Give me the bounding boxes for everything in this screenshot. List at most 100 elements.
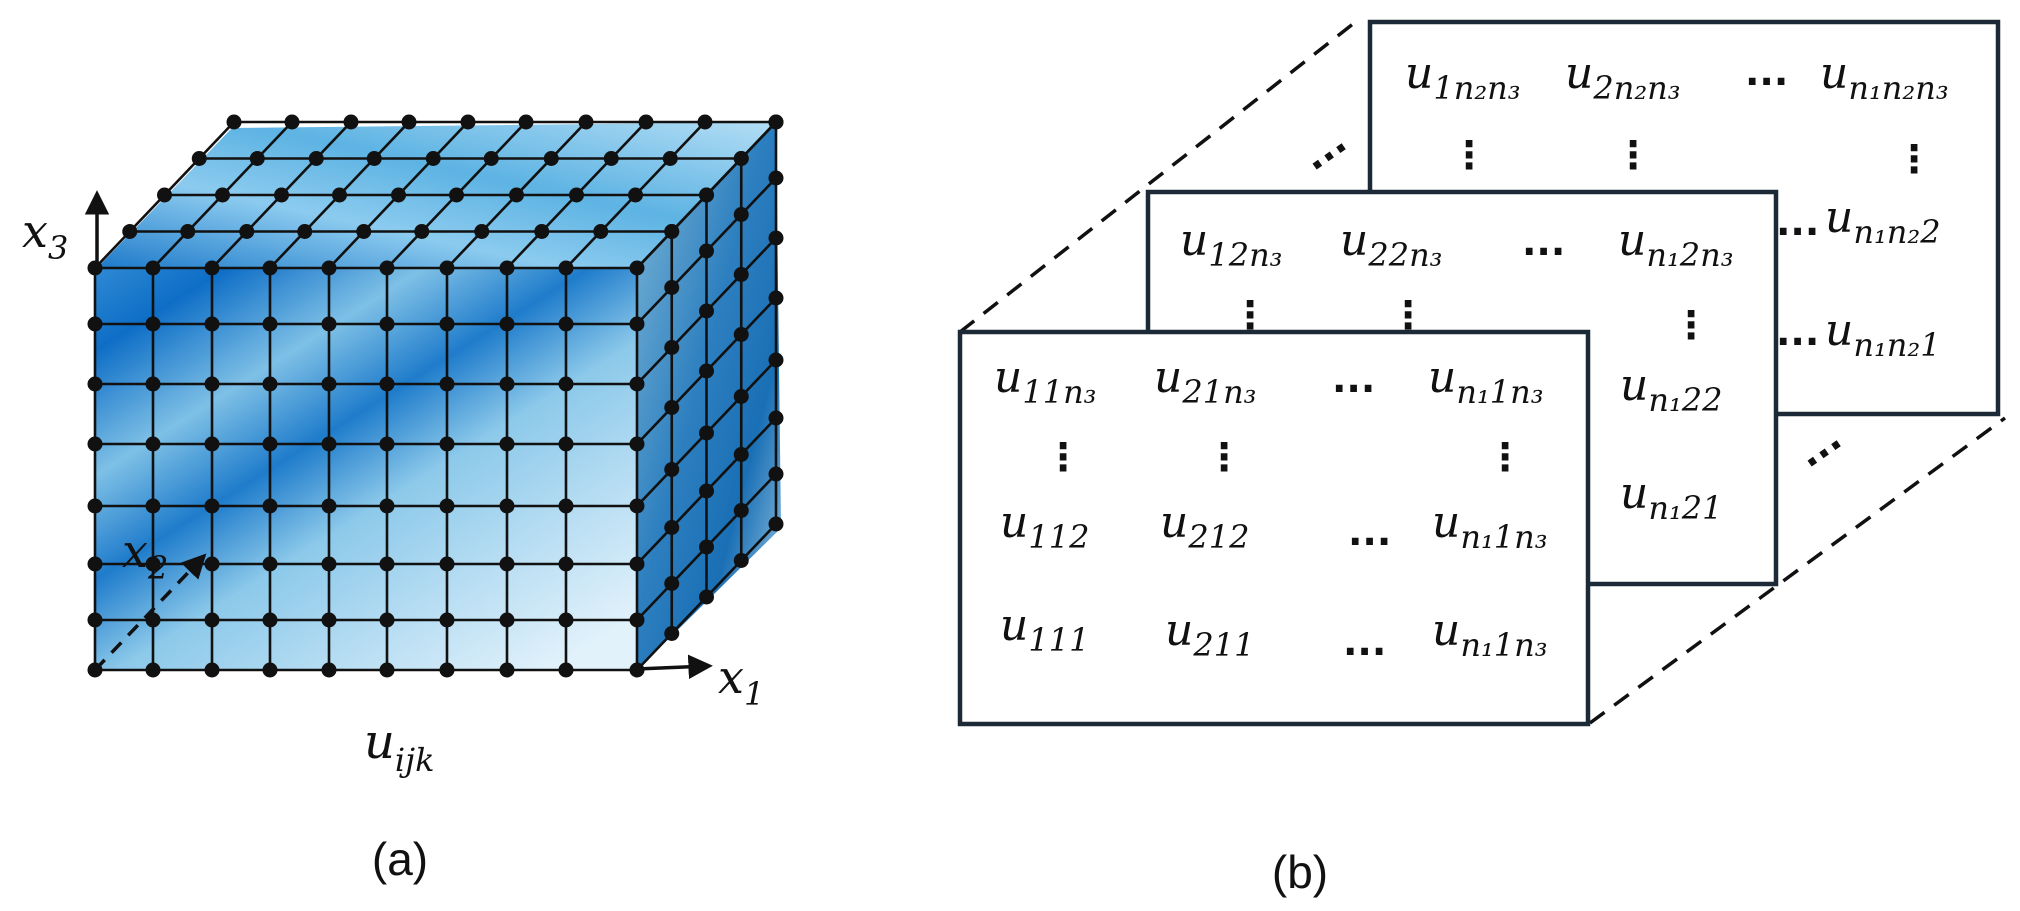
back-entry-right-bot: un₁n₂1 bbox=[1825, 305, 1941, 364]
caption-a: (a) bbox=[372, 833, 428, 885]
back-vdots-2: ⋮ bbox=[1614, 133, 1652, 177]
grid-node bbox=[379, 662, 395, 678]
grid-node bbox=[308, 151, 324, 166]
grid-node bbox=[321, 376, 337, 392]
grid-node bbox=[297, 224, 313, 239]
grid-node bbox=[262, 498, 278, 514]
grid-node bbox=[629, 436, 645, 452]
grid-node bbox=[87, 498, 103, 514]
grid-node bbox=[145, 316, 161, 332]
grid-node bbox=[699, 539, 714, 555]
grid-node bbox=[439, 260, 455, 276]
grid-node bbox=[321, 316, 337, 332]
grid-node bbox=[274, 187, 289, 203]
grid-node bbox=[284, 114, 300, 130]
mid-vdots-3: ⋮ bbox=[1672, 303, 1710, 347]
grid-node bbox=[499, 376, 515, 392]
mid-hdots: ... bbox=[1522, 220, 1565, 264]
grid-node bbox=[145, 662, 161, 678]
grid-node bbox=[699, 303, 714, 319]
grid-node bbox=[664, 576, 680, 591]
mid-entry-right-bot: un₁21 bbox=[1620, 468, 1723, 527]
back-row-dots-mid: ... bbox=[1776, 200, 1819, 244]
grid-node bbox=[638, 114, 654, 130]
x3-axis-label: x3 bbox=[22, 204, 68, 267]
back-row-dots-bot: ... bbox=[1776, 310, 1819, 354]
grid-node bbox=[603, 151, 619, 166]
grid-node bbox=[145, 556, 161, 572]
grid-node bbox=[343, 114, 359, 130]
grid-node bbox=[180, 224, 196, 239]
grid-node bbox=[204, 556, 220, 572]
grid-node bbox=[697, 114, 713, 130]
grid-node bbox=[699, 363, 714, 379]
grid-node bbox=[332, 187, 347, 203]
grid-node bbox=[558, 498, 574, 514]
grid-node bbox=[733, 503, 749, 518]
grid-node bbox=[449, 187, 464, 203]
grid-node bbox=[499, 436, 515, 452]
grid-node bbox=[664, 224, 680, 239]
back-vdots-3: ⋮ bbox=[1895, 137, 1933, 181]
grid-node bbox=[157, 187, 172, 203]
grid-node bbox=[629, 612, 645, 628]
grid-node bbox=[699, 243, 714, 259]
front-r2-hdots: ... bbox=[1348, 510, 1391, 554]
grid-node bbox=[379, 316, 395, 332]
grid-node bbox=[204, 662, 220, 678]
grid-node bbox=[262, 260, 278, 276]
grid-node bbox=[262, 662, 278, 678]
grid-node bbox=[483, 151, 499, 166]
grid-node bbox=[87, 376, 103, 392]
grid-node bbox=[262, 316, 278, 332]
front-vdots-3: ⋮ bbox=[1486, 435, 1524, 479]
grid-node bbox=[558, 436, 574, 452]
grid-node bbox=[204, 436, 220, 452]
grid-cube bbox=[87, 114, 784, 678]
grid-node bbox=[439, 556, 455, 572]
grid-node bbox=[321, 556, 337, 572]
grid-node bbox=[321, 436, 337, 452]
grid-node bbox=[439, 376, 455, 392]
grid-node bbox=[379, 376, 395, 392]
mid-vdots-2: ⋮ bbox=[1389, 293, 1427, 337]
grid-node bbox=[204, 498, 220, 514]
grid-node bbox=[204, 376, 220, 392]
grid-node bbox=[629, 316, 645, 332]
mid-vdots-1: ⋮ bbox=[1231, 293, 1269, 337]
grid-node bbox=[425, 151, 441, 166]
grid-node bbox=[628, 187, 643, 203]
front-matrix bbox=[957, 329, 1591, 727]
grid-node bbox=[664, 462, 680, 477]
grid-node bbox=[87, 260, 103, 276]
grid-node bbox=[321, 662, 337, 678]
grid-node bbox=[145, 436, 161, 452]
grid-node bbox=[699, 589, 714, 605]
grid-node bbox=[414, 224, 430, 239]
grid-node bbox=[558, 316, 574, 332]
grid-node bbox=[379, 556, 395, 572]
grid-node bbox=[664, 280, 680, 295]
back-entry-1: u1n₂n₃ bbox=[1405, 48, 1521, 107]
grid-node bbox=[664, 520, 680, 535]
caption-b: (b) bbox=[1272, 846, 1328, 898]
grid-node bbox=[321, 612, 337, 628]
grid-node bbox=[226, 114, 242, 130]
front-matrix-entries: u11n₃ u21n₃ ... un₁1n₃ ⋮ ⋮ ⋮ u112 u212 .… bbox=[994, 352, 1548, 664]
grid-node bbox=[768, 516, 784, 532]
grid-node bbox=[699, 425, 714, 441]
x1-axis-label: x1 bbox=[718, 650, 764, 713]
grid-node bbox=[401, 114, 417, 130]
mid-entry-1: u12n₃ bbox=[1180, 215, 1283, 274]
front-vdots-2: ⋮ bbox=[1205, 435, 1243, 479]
grid-node bbox=[629, 662, 645, 678]
grid-node bbox=[768, 170, 784, 186]
grid-node bbox=[239, 224, 255, 239]
grid-node bbox=[321, 498, 337, 514]
front-r1-hdots: ... bbox=[1332, 357, 1375, 401]
grid-node bbox=[145, 612, 161, 628]
grid-node bbox=[558, 260, 574, 276]
back-entry-right-mid: un₁n₂2 bbox=[1825, 192, 1941, 251]
grid-node bbox=[534, 224, 550, 239]
